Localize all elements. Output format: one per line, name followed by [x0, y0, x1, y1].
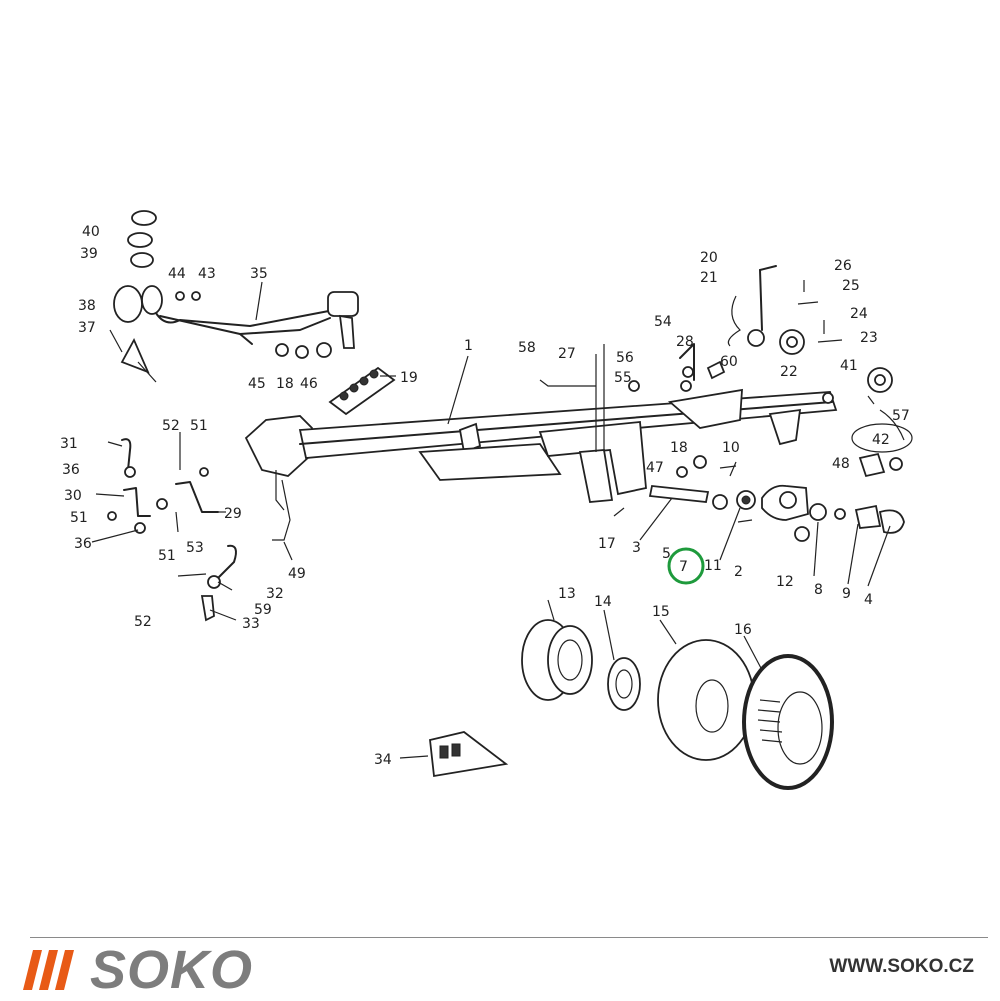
- callout-58: 58: [518, 340, 536, 356]
- callout-53: 53: [186, 540, 204, 556]
- left-hardware: [107, 432, 237, 622]
- callout-18-hub: 18: [670, 440, 688, 456]
- logo-bar: [55, 950, 74, 990]
- callout-57: 57: [892, 408, 910, 424]
- callout-2: 2: [734, 564, 743, 580]
- callout-24: 24: [850, 306, 868, 322]
- callout-40: 40: [82, 224, 100, 240]
- callout-26: 26: [834, 258, 852, 274]
- callout-41: 41: [840, 358, 858, 374]
- callout-59: 59: [254, 602, 272, 618]
- website-link[interactable]: WWW.SOKO.CZ: [829, 956, 974, 977]
- callout-32: 32: [266, 586, 284, 602]
- callout-labels: 1 2 3 4 5 7 8 9 10 11 12 13 14 15 16 17 …: [60, 224, 910, 768]
- callout-33: 33: [242, 616, 260, 632]
- callout-43: 43: [198, 266, 216, 282]
- callout-22: 22: [780, 364, 798, 380]
- callout-14: 14: [594, 594, 612, 610]
- callout-18-bar: 18: [276, 376, 294, 392]
- callout-25: 25: [842, 278, 860, 294]
- callout-52-top: 52: [162, 418, 180, 434]
- callout-9: 9: [842, 586, 851, 602]
- callout-10: 10: [722, 440, 740, 456]
- callout-52-bottom: 52: [134, 614, 152, 630]
- callout-21: 21: [700, 270, 718, 286]
- trailer-frame: [244, 344, 838, 541]
- callout-39: 39: [80, 246, 98, 262]
- callout-47: 47: [646, 460, 664, 476]
- callout-27: 27: [558, 346, 576, 362]
- callout-13: 13: [558, 586, 576, 602]
- callout-29: 29: [224, 506, 242, 522]
- callout-7: 7: [679, 559, 688, 575]
- footer-divider: [30, 937, 988, 938]
- callout-11: 11: [704, 558, 722, 574]
- leader-lines: [91, 281, 891, 759]
- wheel-chock: [429, 731, 509, 778]
- wheel-parts: [521, 619, 834, 790]
- callout-51-bottom: 51: [158, 548, 176, 564]
- callout-49: 49: [288, 566, 306, 582]
- brand-logo[interactable]: SOKO: [23, 940, 254, 1000]
- callout-51-left: 51: [70, 510, 88, 526]
- callout-8: 8: [814, 582, 823, 598]
- callout-60: 60: [720, 354, 738, 370]
- callout-23: 23: [860, 330, 878, 346]
- callout-36-top: 36: [62, 462, 80, 478]
- callout-38: 38: [78, 298, 96, 314]
- callout-12: 12: [776, 574, 794, 590]
- callout-42: 42: [872, 432, 890, 448]
- callout-56: 56: [616, 350, 634, 366]
- callout-16: 16: [734, 622, 752, 638]
- wiring-harness: [851, 367, 913, 478]
- hub-assembly: [613, 455, 905, 542]
- lighting-bar: [113, 210, 359, 374]
- callout-30: 30: [64, 488, 82, 504]
- callout-44: 44: [168, 266, 186, 282]
- callout-34: 34: [374, 752, 392, 768]
- callout-35: 35: [250, 266, 268, 282]
- callout-55: 55: [614, 370, 632, 386]
- callout-5: 5: [662, 546, 671, 562]
- callout-48: 48: [832, 456, 850, 472]
- jockey-parts: [539, 265, 843, 392]
- callout-46: 46: [300, 376, 318, 392]
- callout-51-top: 51: [190, 418, 208, 434]
- callout-45: 45: [248, 376, 266, 392]
- callout-54: 54: [654, 314, 672, 330]
- callout-37: 37: [78, 320, 96, 336]
- callout-3: 3: [632, 540, 641, 556]
- callout-20: 20: [700, 250, 718, 266]
- callout-4: 4: [864, 592, 873, 608]
- callout-19: 19: [400, 370, 418, 386]
- brand-name: SOKO: [90, 940, 254, 1000]
- callout-1: 1: [464, 338, 473, 354]
- logo-bar: [39, 950, 58, 990]
- connector-block: [328, 366, 396, 416]
- highlight-ring: [667, 547, 705, 585]
- callout-36-bottom: 36: [74, 536, 92, 552]
- callout-28: 28: [676, 334, 694, 350]
- callout-15: 15: [652, 604, 670, 620]
- callout-17: 17: [598, 536, 616, 552]
- callout-31: 31: [60, 436, 78, 452]
